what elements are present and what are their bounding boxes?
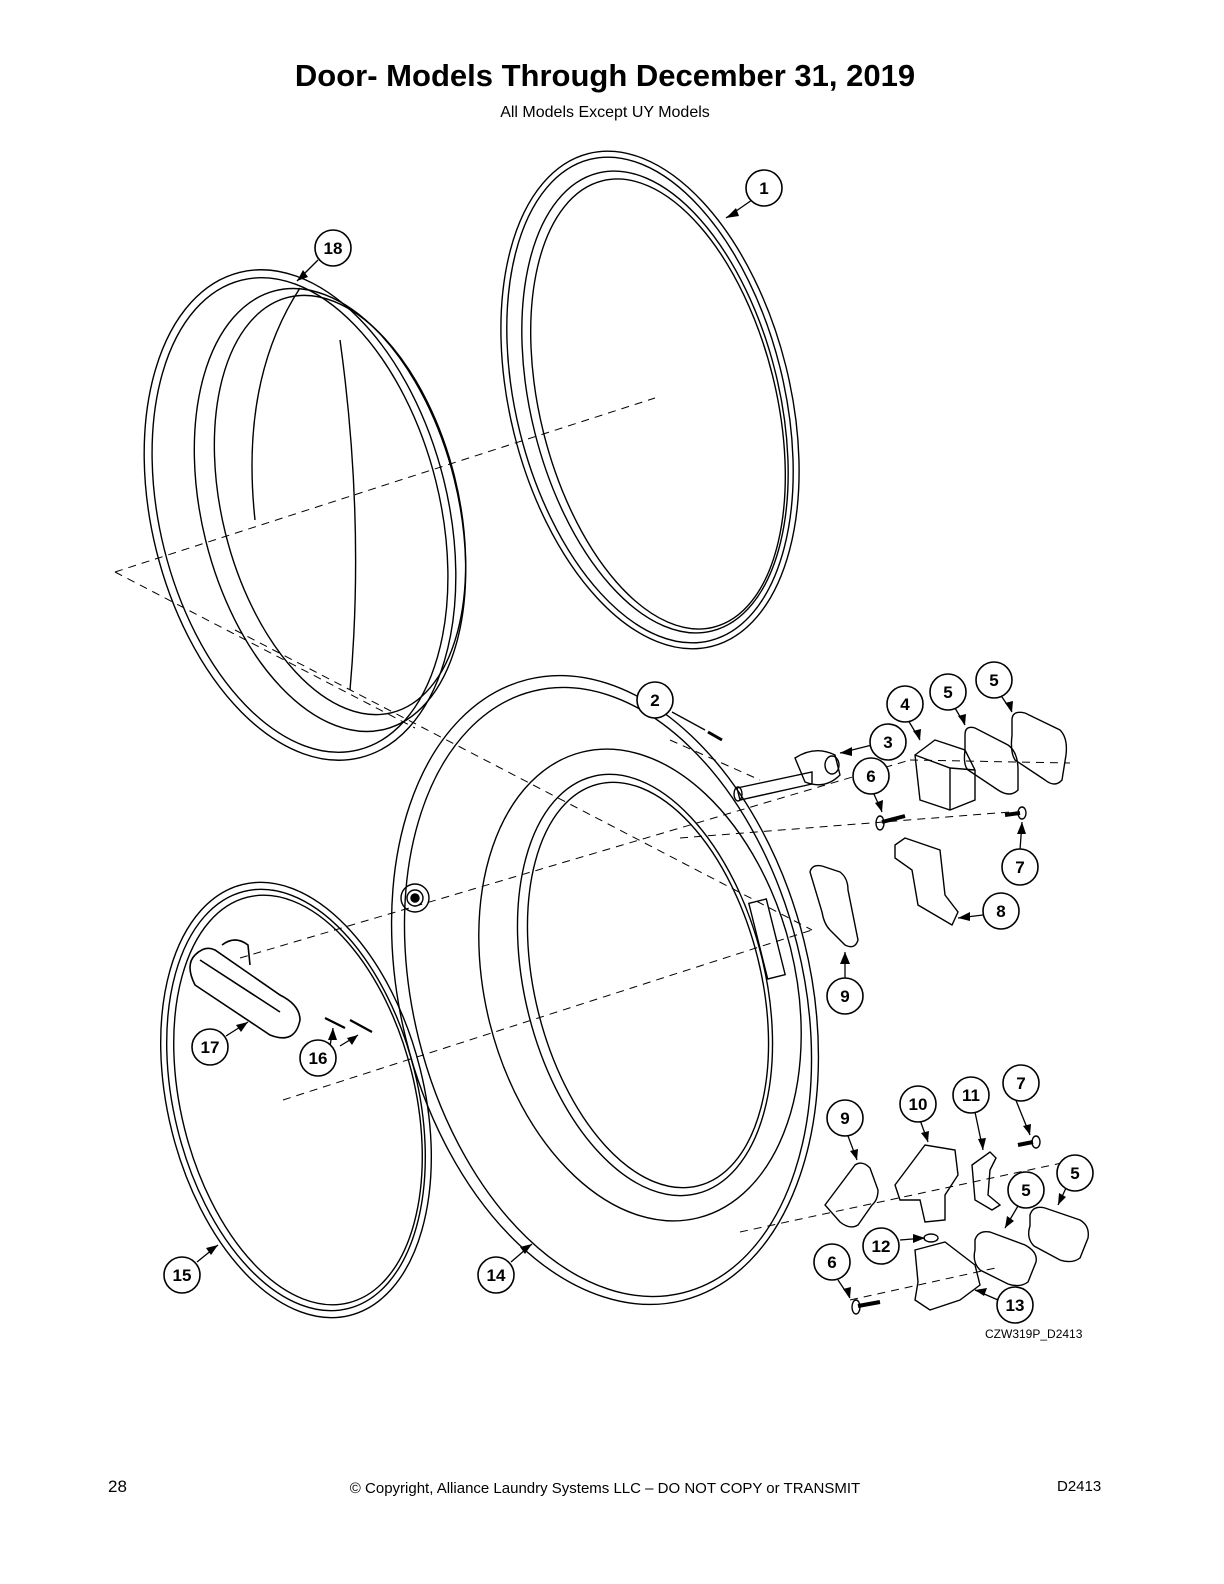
callout-label: 4	[900, 695, 910, 714]
callout-4: 4	[886, 685, 924, 723]
callout-label: 1	[759, 179, 768, 198]
callout-label: 15	[173, 1266, 192, 1285]
part-14-door-frame	[390, 674, 820, 1306]
callout-3: 3	[869, 723, 907, 761]
page-subtitle: All Models Except UY Models	[500, 104, 710, 121]
leader-lines	[196, 199, 1068, 1301]
callout-15: 15	[163, 1256, 201, 1294]
part-16-pins	[324, 1017, 373, 1033]
callout-label: 9	[840, 987, 849, 1006]
callout-label: 5	[943, 683, 952, 702]
callout-10: 10	[899, 1085, 937, 1123]
part-2-pin	[707, 730, 723, 742]
callout-label: 6	[827, 1253, 836, 1272]
part-10-hinge-block	[894, 1144, 959, 1223]
part-5-plate-upper-a	[963, 726, 1019, 795]
part-7-screw-lower	[1017, 1135, 1041, 1149]
callout-label: 14	[487, 1266, 506, 1285]
part-9-plate-lower	[824, 1162, 879, 1228]
part-13-bracket	[914, 1241, 981, 1311]
callout-8: 8	[982, 892, 1020, 930]
callout-label: 12	[872, 1237, 891, 1256]
callout-5-lower-b: 5	[1056, 1154, 1094, 1192]
part-7-screw-upper	[1004, 806, 1027, 820]
part-1-gasket-ring	[500, 150, 800, 650]
centerlines	[114, 397, 1086, 1301]
callout-16: 16	[299, 1039, 337, 1077]
callout-label: 2	[650, 691, 659, 710]
part-5-plate-upper-b	[1010, 711, 1068, 785]
callout-label: 7	[1015, 858, 1024, 877]
part-17-handle	[189, 939, 301, 1039]
callout-label: 18	[324, 239, 343, 258]
callout-6-upper: 6	[852, 757, 890, 795]
callout-label: 5	[989, 671, 998, 690]
callout-label: 17	[201, 1038, 220, 1057]
part-5-plate-lower-a	[973, 1230, 1037, 1287]
part-6-screw-upper	[875, 814, 906, 831]
callout-label: 5	[1021, 1181, 1030, 1200]
callout-label: 6	[866, 767, 875, 786]
part-5-plate-lower-b	[1027, 1206, 1090, 1263]
callout-label: 9	[840, 1109, 849, 1128]
callout-label: 3	[883, 733, 892, 752]
callout-5-upper-a: 5	[929, 673, 967, 711]
callout-label: 16	[309, 1049, 328, 1068]
document-code: D2413	[1057, 1478, 1102, 1495]
part-18-door-glass	[143, 269, 467, 761]
callout-9-upper: 9	[826, 977, 864, 1015]
part-3-hinge-shaft	[733, 750, 841, 802]
callout-label: 8	[996, 902, 1005, 921]
callout-5-lower-a: 5	[1007, 1171, 1045, 1209]
part-9-plate-upper	[809, 864, 859, 948]
callout-7-upper: 7	[1001, 848, 1039, 886]
callout-5-upper-b: 5	[975, 661, 1013, 699]
part-4-hinge-block	[914, 739, 976, 811]
page-number: 28	[108, 1477, 127, 1496]
callout-11: 11	[952, 1076, 990, 1114]
callout-7-lower: 7	[1002, 1064, 1040, 1102]
callout-14: 14	[477, 1256, 515, 1294]
callout-label: 7	[1016, 1074, 1025, 1093]
copyright-notice: © Copyright, Alliance Laundry Systems LL…	[349, 1480, 861, 1497]
part-11-clip	[971, 1151, 1002, 1211]
callout-6-lower: 6	[813, 1243, 851, 1281]
callout-12: 12	[862, 1227, 900, 1265]
callout-label: 11	[962, 1086, 980, 1105]
part-12-washer	[923, 1233, 939, 1243]
callout-9-lower: 9	[826, 1099, 864, 1137]
drawing-code: CZW319P_D2413	[985, 1327, 1083, 1341]
callout-label: 10	[909, 1095, 928, 1114]
page-title: Door- Models Through December 31, 2019	[294, 58, 916, 93]
callout-label: 13	[1006, 1296, 1025, 1315]
part-8-bracket	[894, 837, 959, 926]
part-15-door-ring	[159, 881, 433, 1319]
leader-arrowheads	[206, 208, 1066, 1298]
callout-13: 13	[996, 1286, 1034, 1324]
callout-label: 5	[1070, 1164, 1079, 1183]
part-6-screw-lower	[851, 1299, 881, 1315]
callout-17: 17	[191, 1028, 229, 1066]
callout-2: 2	[636, 681, 674, 719]
callout-1: 1	[745, 169, 783, 207]
callout-18: 18	[314, 229, 352, 267]
